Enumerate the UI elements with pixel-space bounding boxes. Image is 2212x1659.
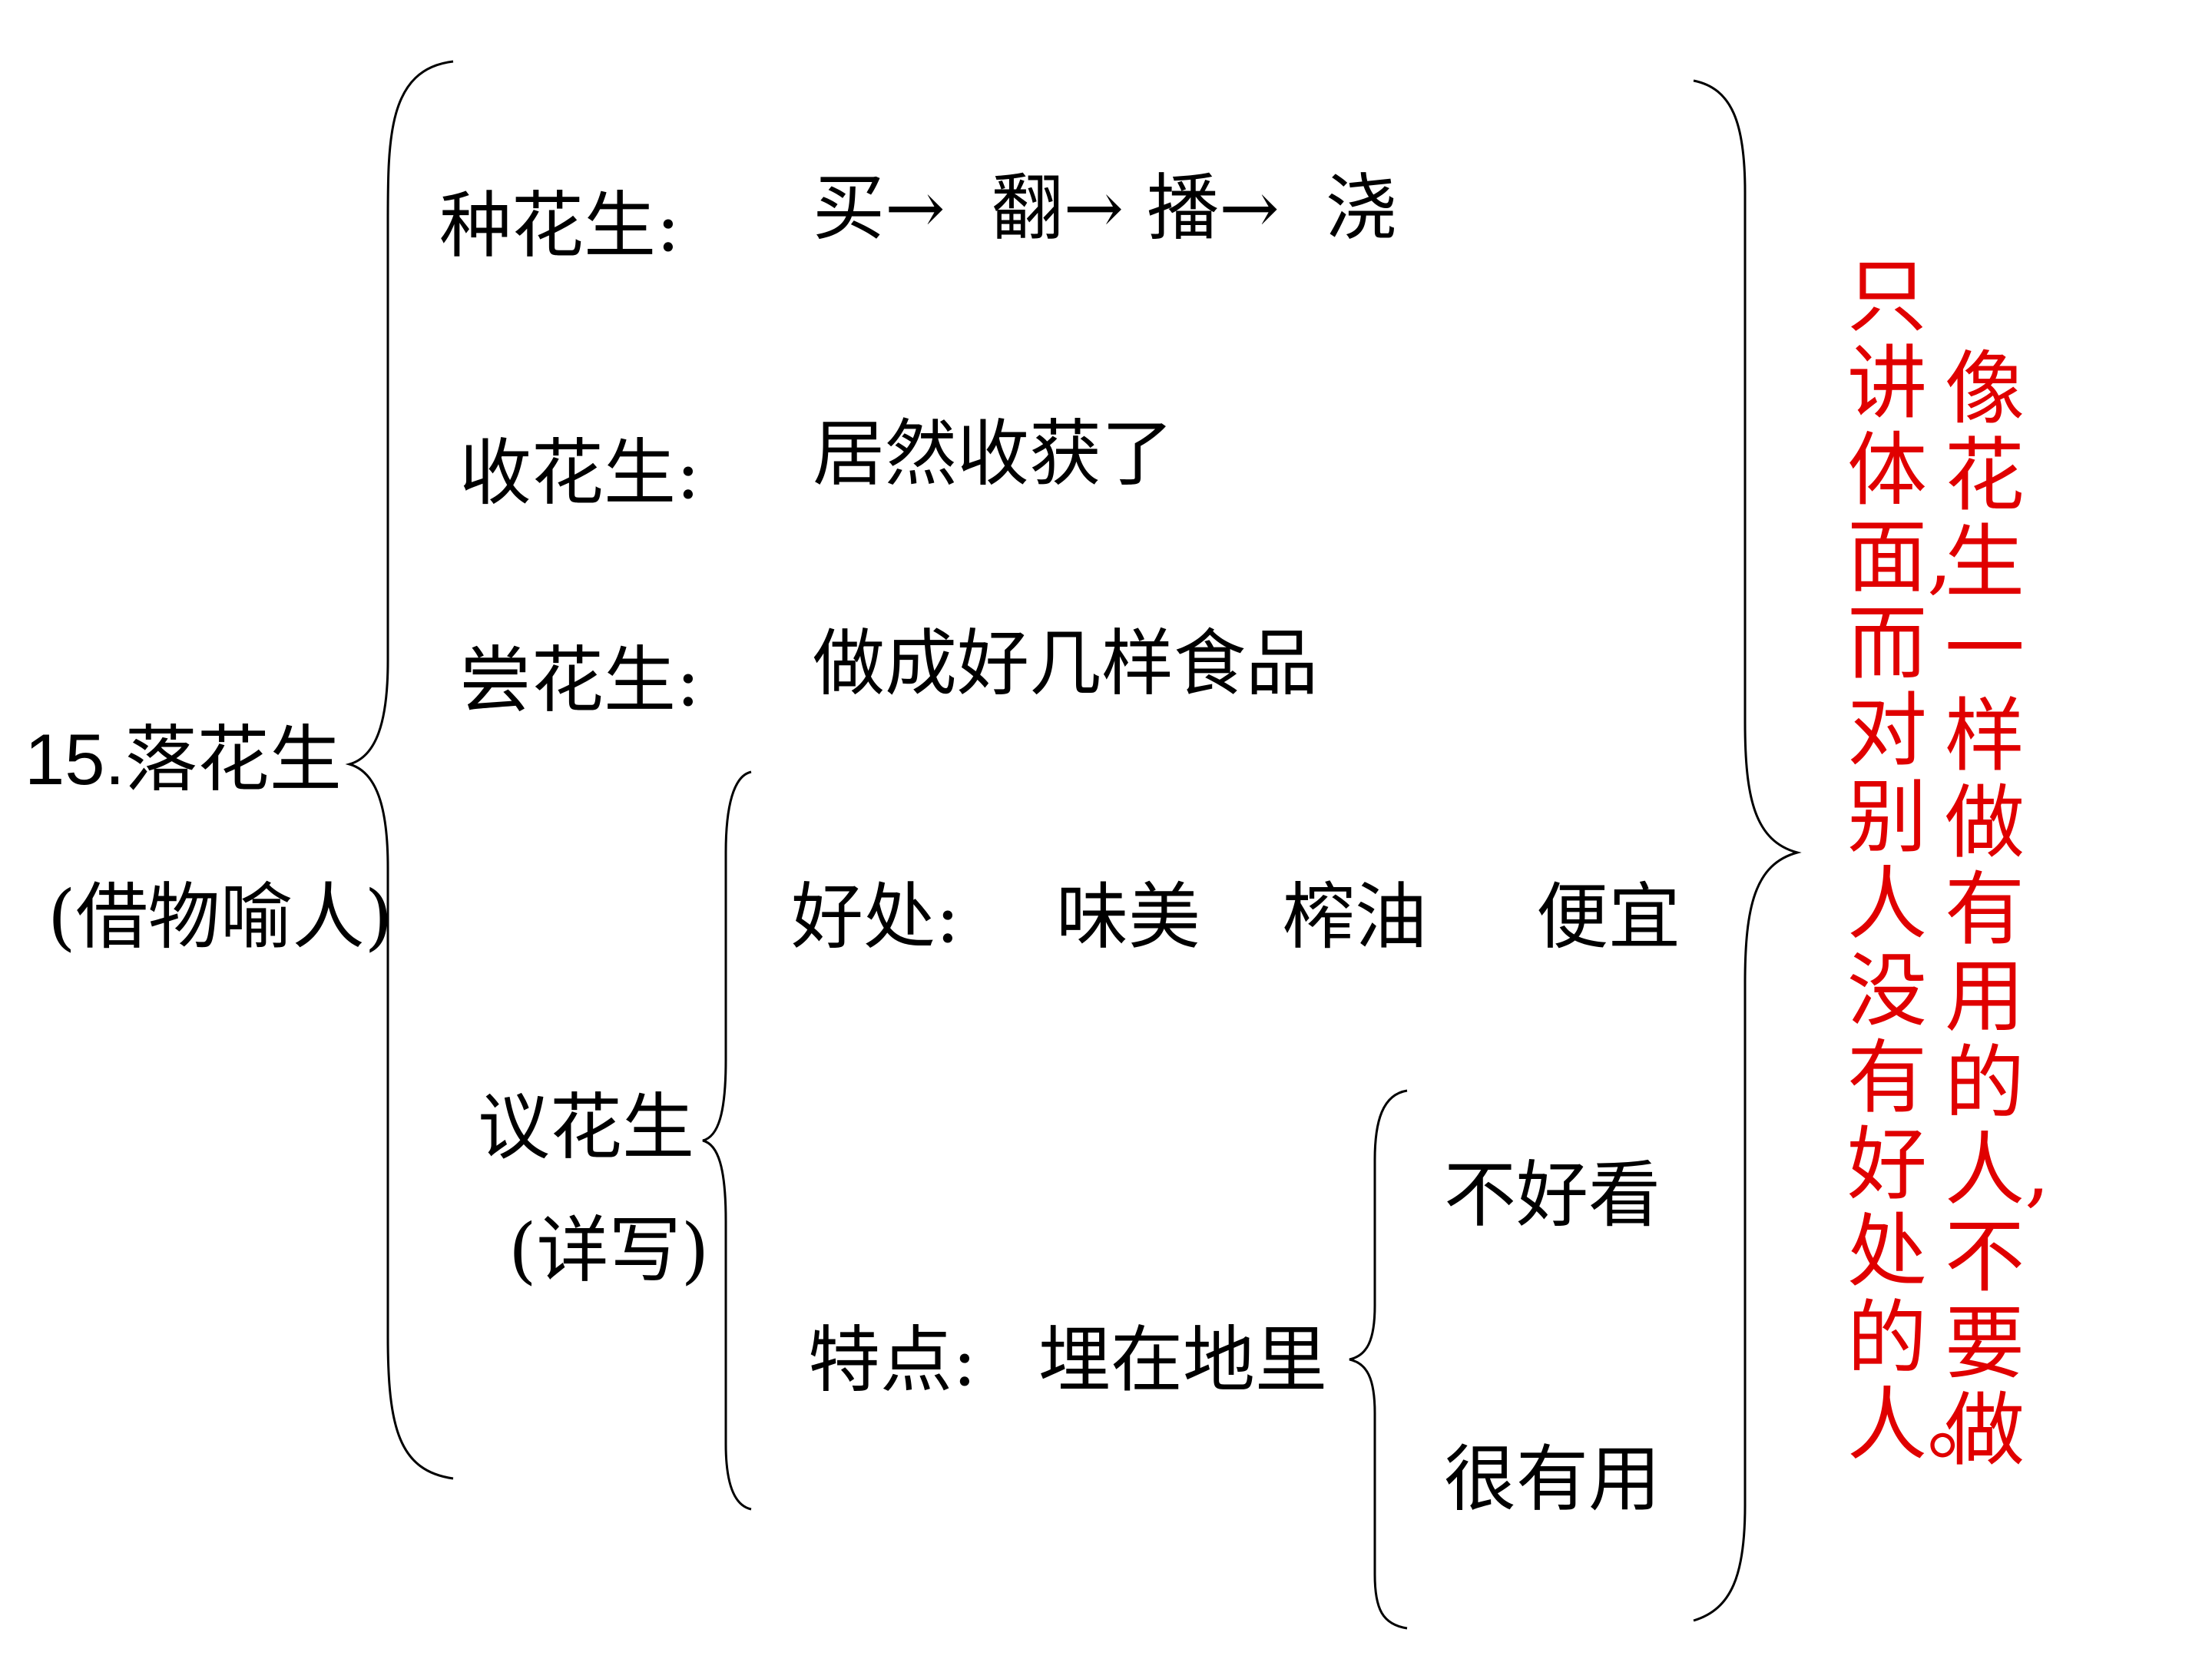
features-brace: [1349, 1089, 1408, 1630]
conclusion-column-1: 像花生一样做有用的人,不要做: [1945, 342, 2051, 1477]
step-discuss-label: 议花生: [478, 1086, 695, 1170]
step-discuss-note: (详写): [508, 1209, 710, 1293]
step-plant-content: 买→ 翻→ 播→ 浇: [813, 167, 1398, 250]
step-harvest-content: 居然收获了: [813, 412, 1174, 496]
step-taste-content: 做成好几样食品: [813, 622, 1319, 706]
feature-item: 很有用: [1444, 1438, 1661, 1522]
discuss-brace: [702, 770, 752, 1511]
features-label: 特点:: [808, 1319, 977, 1402]
step-plant-label: 种花生:: [439, 184, 680, 268]
benefits-label: 好处:: [791, 876, 960, 959]
benefit-item: 味美: [1056, 876, 1201, 959]
topic-method: (借物喻人): [48, 876, 393, 959]
step-taste-label: 尝花生:: [459, 639, 700, 723]
feature-item: 不好看: [1444, 1154, 1661, 1237]
benefit-item: 榨油: [1283, 876, 1428, 959]
features-content: 埋在地里: [1038, 1319, 1328, 1402]
main-brace: [345, 60, 454, 1480]
conclusion-column-2: 只讲体面,而对别人没有好处的人。: [1847, 250, 2008, 1472]
topic-title: 15.落花生: [25, 724, 342, 796]
topic-title-text: 落花生: [124, 718, 342, 802]
topic-number: 15.: [25, 719, 125, 800]
right-brace: [1693, 79, 1802, 1622]
benefit-item: 便宜: [1536, 876, 1681, 959]
step-harvest-label: 收花生:: [459, 432, 700, 515]
